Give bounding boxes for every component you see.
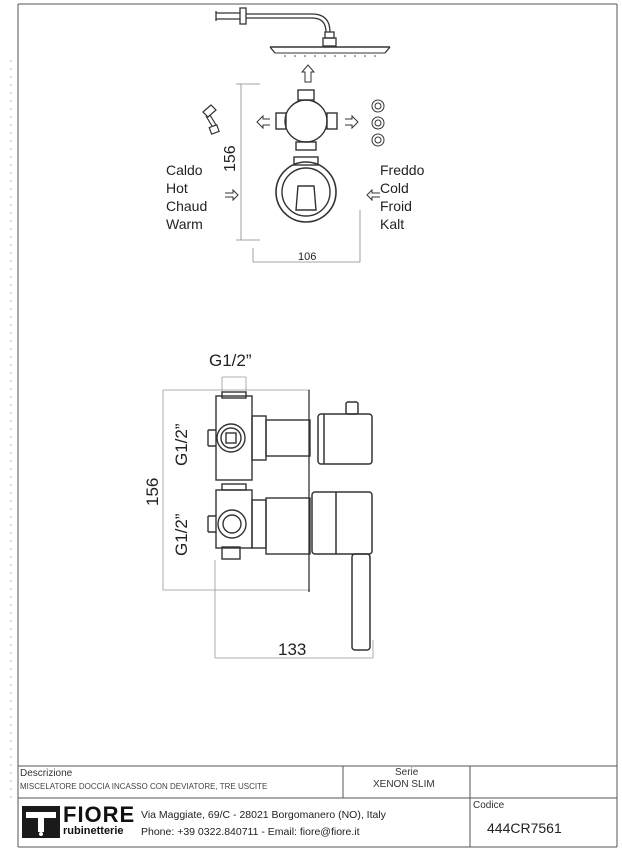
diverter-knob-side (317, 401, 373, 465)
logo-wordmark: FIORE (63, 802, 136, 827)
label-cold-en: Cold (380, 180, 409, 196)
mixer-handle-side (311, 491, 373, 651)
label-hot-en: Hot (166, 180, 188, 196)
label-hot-fr: Chaud (166, 198, 208, 214)
arrow-hot-icon (225, 188, 239, 202)
valve-body-side (207, 391, 311, 560)
title-block-grid (18, 765, 617, 847)
diverter-body-front (275, 89, 338, 223)
company-contact: Phone: +39 0322.840711 - Email: fiore@fi… (141, 826, 360, 838)
label-hot-de: Warm (166, 216, 203, 232)
logo-subtitle: rubinetterie (63, 825, 124, 837)
serie-value: XENON SLIM (373, 779, 435, 790)
label-cold-it: Freddo (380, 162, 425, 178)
thread-label-upper: G1/2” (172, 423, 191, 466)
arrow-left-icon (256, 114, 270, 130)
codice-value: 444CR7561 (487, 820, 562, 836)
top-dimension-lines (236, 83, 361, 263)
side-dim-depth: 133 (278, 640, 307, 659)
top-dim-width: 106 (298, 251, 317, 263)
label-cold-fr: Froid (380, 198, 412, 214)
serie-label: Serie (395, 767, 419, 778)
arrow-right-icon (345, 114, 359, 130)
descrizione-value: MISCELATORE DOCCIA INCASSO CON DEVIATORE… (20, 782, 268, 791)
head-spray-holes (284, 55, 376, 57)
arrow-cold-icon (366, 188, 380, 202)
company-address: Via Maggiate, 69/C - 28021 Borgomanero (… (141, 809, 386, 821)
descrizione-label: Descrizione (20, 768, 73, 779)
hand-shower-icon (202, 104, 220, 135)
label-hot-it: Caldo (166, 162, 203, 178)
side-dim-height: 156 (143, 477, 162, 506)
outlet-icons (371, 99, 385, 147)
fiore-logo-mark (22, 806, 60, 838)
shower-arm-icon (215, 7, 391, 54)
label-cold-de: Kalt (380, 216, 405, 232)
top-dim-height: 156 (222, 145, 239, 172)
thread-label-lower: G1/2” (172, 513, 191, 556)
side-dimension-lines (162, 376, 374, 659)
arrow-up-icon (300, 64, 316, 83)
thread-label-top: G1/2” (209, 351, 252, 370)
sheet-frame (17, 3, 618, 848)
codice-label: Codice (473, 800, 505, 811)
